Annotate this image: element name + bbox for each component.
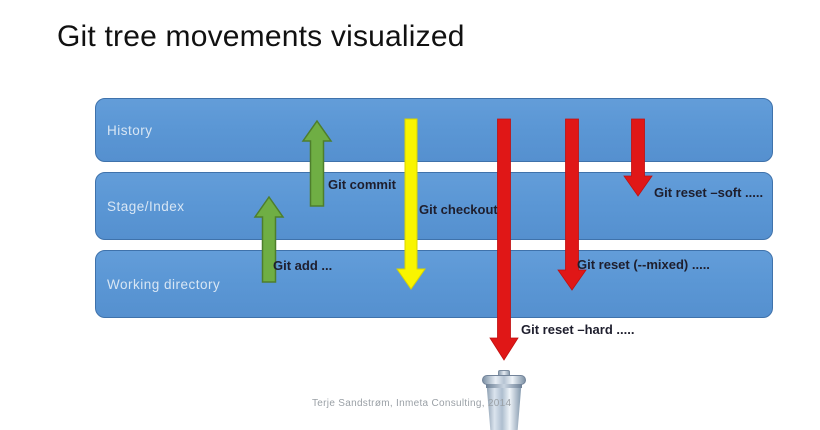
lane-working-directory-label: Working directory — [107, 276, 221, 292]
lane-history-label: History — [107, 122, 153, 138]
git-reset-mixed-label: Git reset (--mixed) ..... — [577, 257, 710, 272]
git-commit-label: Git commit — [328, 177, 396, 192]
trash-can-rim — [486, 384, 522, 388]
git-add-arrow-icon — [253, 195, 285, 283]
git-add-label: Git add ... — [273, 258, 333, 273]
lane-working-directory: Working directory — [95, 250, 773, 318]
git-checkout-arrow-icon — [396, 118, 426, 290]
git-reset-hard-arrow-icon — [489, 118, 519, 361]
git-checkout-label: Git checkout — [419, 202, 498, 217]
credit-text: Terje Sandstrøm, Inmeta Consulting, 2014 — [312, 398, 512, 409]
lane-stage-index-label: Stage/Index — [107, 198, 185, 214]
lane-history: History — [95, 98, 773, 162]
lane-stage-index: Stage/Index — [95, 172, 773, 240]
git-reset-mixed-arrow-icon — [557, 118, 587, 291]
git-reset-soft-label: Git reset –soft ..... — [654, 185, 764, 200]
git-reset-hard-label: Git reset –hard ..... — [521, 322, 635, 337]
git-commit-arrow-icon — [301, 119, 333, 207]
slide-title: Git tree movements visualized — [57, 20, 465, 53]
git-reset-soft-arrow-icon — [623, 118, 653, 197]
trash-can-body — [486, 384, 522, 430]
trash-can-icon — [482, 370, 526, 430]
